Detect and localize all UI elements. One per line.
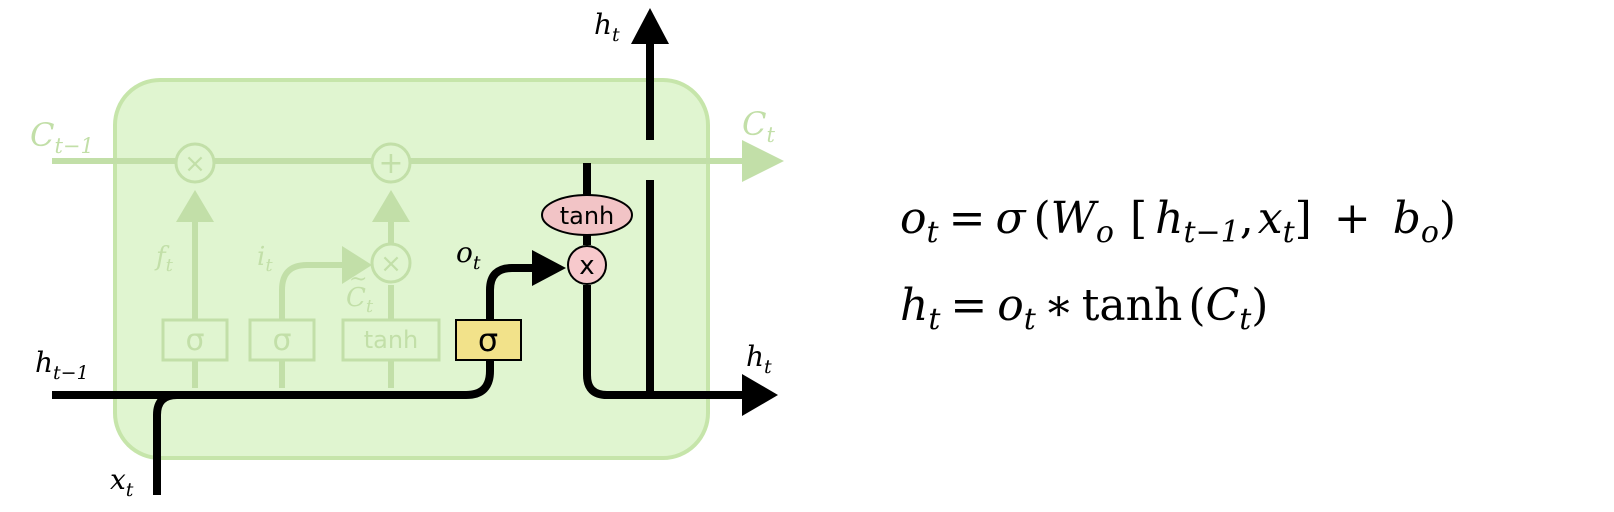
candidate-signal-accent: ~ — [349, 267, 367, 292]
faded-gates — [161, 318, 441, 362]
cell-state-in-label: Ct−1 — [30, 116, 94, 158]
faded-arrowheads — [176, 140, 784, 284]
add-op — [370, 142, 412, 184]
candidate-gate-box — [341, 318, 441, 362]
hidden-out-right-label: ht — [746, 340, 772, 378]
faded-operators — [174, 142, 412, 284]
equation-hidden-state: ht=ot∗tanh(Ct) — [900, 280, 1268, 337]
input-gate-arrowhead — [342, 246, 372, 284]
active-paths — [52, 42, 750, 495]
cell-state-out-label: Ct — [742, 105, 775, 147]
forget-multiply-op-label: × — [184, 149, 206, 179]
input-gate-box — [248, 318, 316, 362]
input-multiply-op — [370, 242, 412, 284]
hidden-in-label: ht−1 — [35, 346, 89, 384]
forget-multiply-op — [174, 142, 216, 184]
output-gate-box — [455, 319, 522, 361]
cell-state-arrowhead — [742, 140, 784, 182]
forget-gate-label: σ — [185, 323, 204, 358]
input-label: xt — [110, 463, 134, 501]
multiply-to-output-path — [583, 285, 750, 399]
hidden-in-path — [52, 358, 494, 399]
output-gate-path — [486, 264, 540, 320]
forget-arrowhead — [176, 190, 214, 222]
candidate-signal-label: Ct — [346, 283, 374, 317]
tanh-op — [541, 194, 633, 236]
output-gate-arrowhead — [532, 250, 566, 286]
hidden-out-top-label: ht — [594, 8, 620, 46]
candidate-gate-label: tanh — [364, 326, 419, 354]
output-gate-label: σ — [478, 321, 498, 359]
equation-output-gate: ot=σ(Wo[ht−1,xt]+bo) — [900, 193, 1456, 250]
input-x-path — [153, 391, 178, 495]
active-arrowheads — [532, 8, 778, 416]
add-op-label: + — [378, 146, 403, 181]
cell-background — [113, 78, 710, 460]
hidden-out-up-arrowhead — [631, 8, 669, 44]
forget-gate-box — [161, 318, 229, 362]
hidden-out-right-arrowhead — [742, 374, 778, 416]
input-gate-label: σ — [272, 323, 291, 358]
output-multiply-op — [567, 245, 607, 285]
input-gate-path — [279, 262, 352, 388]
input-to-add-arrowhead — [372, 190, 410, 222]
input-multiply-op-label: × — [380, 249, 402, 279]
output-multiply-op-label: x — [579, 251, 594, 281]
input-signal-label: it — [257, 242, 273, 276]
tanh-op-label: tanh — [560, 202, 615, 230]
output-signal-label: ot — [456, 236, 481, 274]
